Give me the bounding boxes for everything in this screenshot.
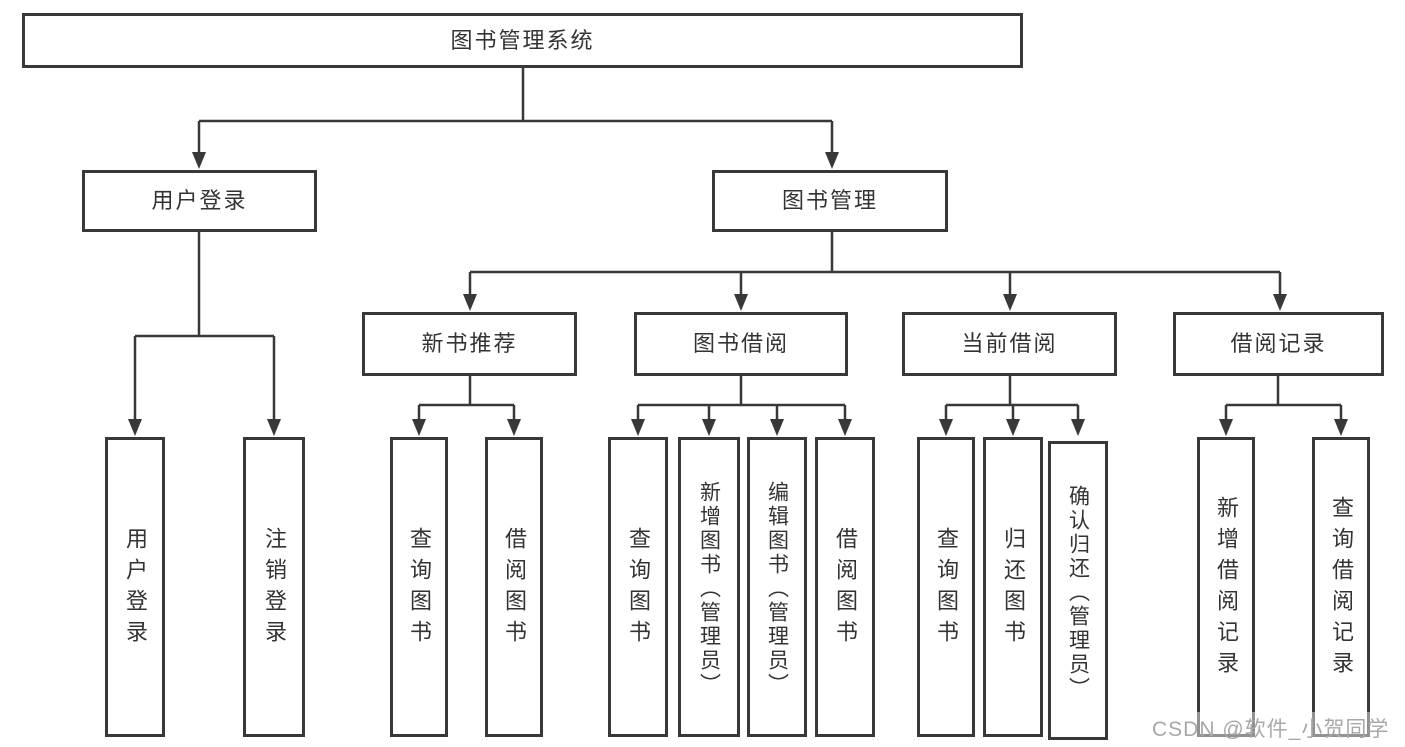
node-borrowing-records: 借阅记录 bbox=[1173, 312, 1384, 376]
leaf-confirm-return-admin: 确认归还（管理员） bbox=[1048, 441, 1108, 740]
arrowhead bbox=[702, 419, 716, 436]
node-current-borrowing: 当前借阅 bbox=[902, 312, 1117, 376]
arrowhead bbox=[267, 419, 281, 436]
arrowhead bbox=[1273, 294, 1287, 311]
leaf-query-borrow-record: 查询借阅记录 bbox=[1312, 437, 1370, 737]
arrowhead bbox=[825, 152, 839, 169]
arrowhead bbox=[412, 419, 426, 436]
leaf-query-book-2: 查询图书 bbox=[608, 437, 668, 737]
connector-new-book-rec bbox=[417, 376, 516, 420]
node-book-management: 图书管理 bbox=[712, 170, 948, 232]
node-root: 图书管理系统 bbox=[22, 13, 1023, 68]
arrowhead bbox=[1003, 294, 1017, 311]
leaf-add-borrow-record: 新增借阅记录 bbox=[1197, 437, 1255, 737]
watermark: CSDN @软件_小贺同学 bbox=[1148, 712, 1394, 744]
leaf-logout: 注销登录 bbox=[243, 437, 305, 737]
leaf-user-login: 用户登录 bbox=[105, 437, 165, 737]
arrowhead bbox=[770, 419, 784, 436]
node-new-book-recommend: 新书推荐 bbox=[362, 312, 577, 376]
leaf-return-book: 归还图书 bbox=[983, 437, 1043, 737]
arrowhead bbox=[1006, 419, 1020, 436]
connector-book-borrow bbox=[636, 376, 847, 420]
arrowhead bbox=[1071, 419, 1085, 436]
connector-borrow-records bbox=[1224, 376, 1343, 420]
leaf-edit-book-admin: 编辑图书（管理员） bbox=[747, 437, 807, 737]
leaf-borrow-book-2: 借阅图书 bbox=[815, 437, 875, 737]
leaf-borrow-book-1: 借阅图书 bbox=[485, 437, 543, 737]
arrowhead bbox=[734, 294, 748, 311]
arrowhead bbox=[192, 152, 206, 169]
node-user-login: 用户登录 bbox=[82, 170, 317, 232]
leaf-add-book-admin: 新增图书（管理员） bbox=[678, 437, 740, 737]
leaf-query-book-3: 查询图书 bbox=[917, 437, 975, 737]
arrowhead bbox=[507, 419, 521, 436]
connector-root bbox=[197, 68, 834, 153]
arrowhead bbox=[939, 419, 953, 436]
arrowhead bbox=[1334, 419, 1348, 436]
arrowhead bbox=[128, 419, 142, 436]
connector-user-login bbox=[133, 232, 276, 420]
leaf-query-book-1: 查询图书 bbox=[390, 437, 448, 737]
arrowhead bbox=[631, 419, 645, 436]
node-book-borrowing: 图书借阅 bbox=[634, 312, 848, 376]
arrowhead bbox=[838, 419, 852, 436]
arrowhead bbox=[463, 294, 477, 311]
arrowhead bbox=[1219, 419, 1233, 436]
connector-book-mgmt bbox=[468, 232, 1282, 295]
connector-current-borrow bbox=[944, 376, 1080, 420]
